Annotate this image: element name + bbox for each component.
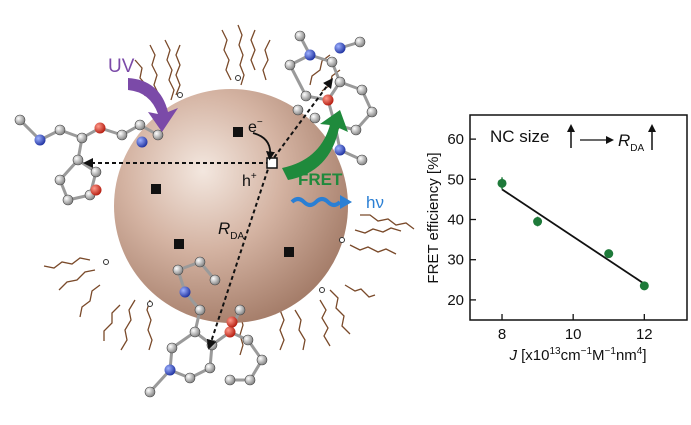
defect-squares <box>151 127 294 257</box>
fret-arrow <box>282 110 348 180</box>
linear-fit-line <box>501 188 645 285</box>
x-tick-label: 10 <box>565 326 582 343</box>
y-tick-label: 30 <box>447 252 464 269</box>
annotation-lhs: NC size <box>490 127 550 146</box>
electron-label: e− <box>248 117 263 136</box>
fret-diagram: UV e− h+ FRET hν RDA <box>14 24 415 398</box>
fret-chart: NC size RDA 20 30 40 50 60 8 10 12 FRET effici… <box>425 114 688 364</box>
hole-label: h+ <box>242 171 257 190</box>
data-point <box>639 281 649 291</box>
emission-arrowhead <box>340 195 352 209</box>
y-tick-label: 40 <box>447 212 464 229</box>
y-tick-label: 20 <box>447 292 464 309</box>
distance-arrows <box>83 77 333 350</box>
x-axis-label: J [x1013cm−1M−1nm4] <box>508 346 646 364</box>
data-point <box>533 217 543 227</box>
annotation-rhs: RDA <box>618 131 645 154</box>
x-tick-label: 8 <box>498 326 506 343</box>
emission-label: hν <box>366 193 384 212</box>
data-points-layer <box>497 177 649 291</box>
anchor-groups <box>103 75 345 307</box>
uv-label: UV <box>108 56 135 77</box>
distance-label: RDA <box>218 219 245 242</box>
dye-molecule-bottom <box>144 256 268 398</box>
y-tick-label: 50 <box>447 171 464 188</box>
data-point <box>497 178 507 188</box>
emission-wave <box>290 197 342 207</box>
exciton-center <box>266 157 278 169</box>
chart-annotation: NC size RDA <box>490 124 656 154</box>
nanocrystal-sphere <box>114 89 348 323</box>
plot-frame <box>469 114 688 321</box>
y-axis-label: FRET efficiency [%] <box>425 152 442 283</box>
fit-line-layer <box>501 188 645 285</box>
x-tick-label: 12 <box>636 326 653 343</box>
data-point <box>604 249 614 259</box>
y-tick-label: 60 <box>447 131 464 148</box>
x-axis-ticks: 8 10 12 <box>498 314 653 343</box>
electron-path <box>252 132 275 161</box>
y-axis-ticks: 20 30 40 50 60 <box>447 131 476 309</box>
fret-label: FRET <box>298 170 343 189</box>
uv-arrow <box>128 78 178 132</box>
